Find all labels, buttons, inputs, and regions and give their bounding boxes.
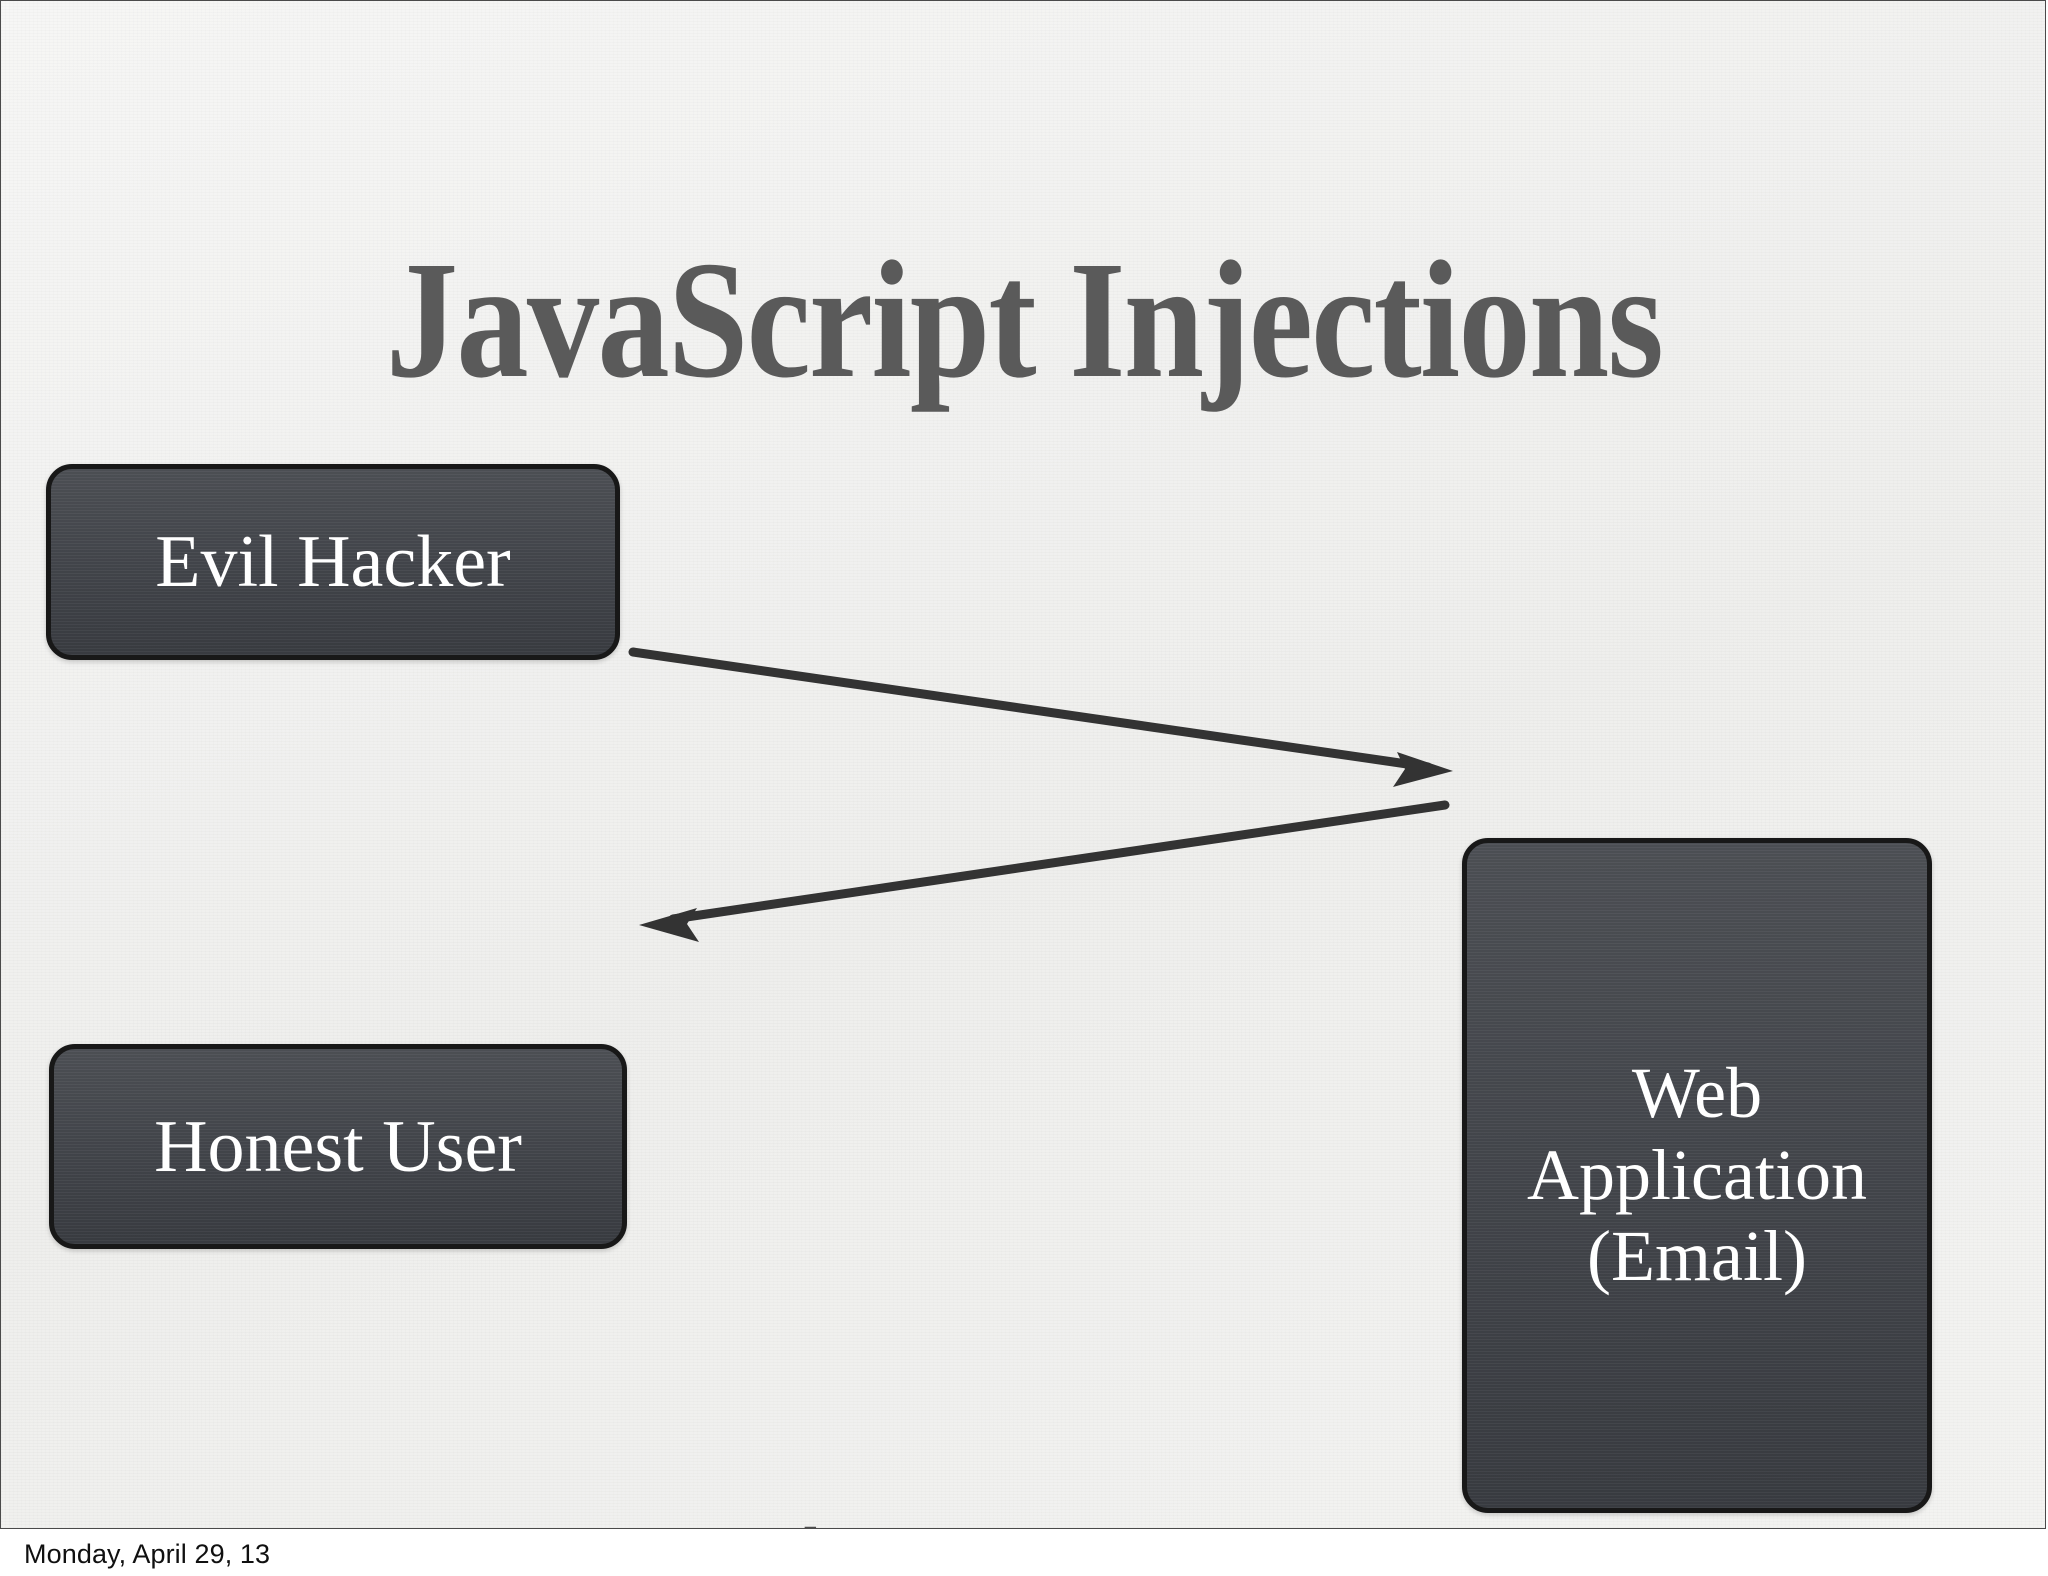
node-web-application: Web Application (Email)	[1462, 838, 1932, 1513]
node-web-application-label: Web Application (Email)	[1527, 1053, 1867, 1297]
footer-date: Monday, April 29, 13	[24, 1539, 271, 1569]
node-evil-hacker-label: Evil Hacker	[155, 521, 511, 603]
arrow-app-to-user	[639, 800, 1450, 942]
node-evil-hacker: Evil Hacker	[46, 464, 620, 660]
node-honest-user: Honest User	[49, 1044, 627, 1249]
page-title: JavaScript Injections	[385, 226, 1664, 413]
edge-label-send-message: Send message to honest user	[677, 1511, 1317, 1528]
slide-canvas: JavaScript Injections Evil Hacker Honest…	[0, 0, 2046, 1529]
node-honest-user-label: Honest User	[154, 1105, 522, 1188]
arrow-hacker-to-app	[628, 647, 1453, 787]
